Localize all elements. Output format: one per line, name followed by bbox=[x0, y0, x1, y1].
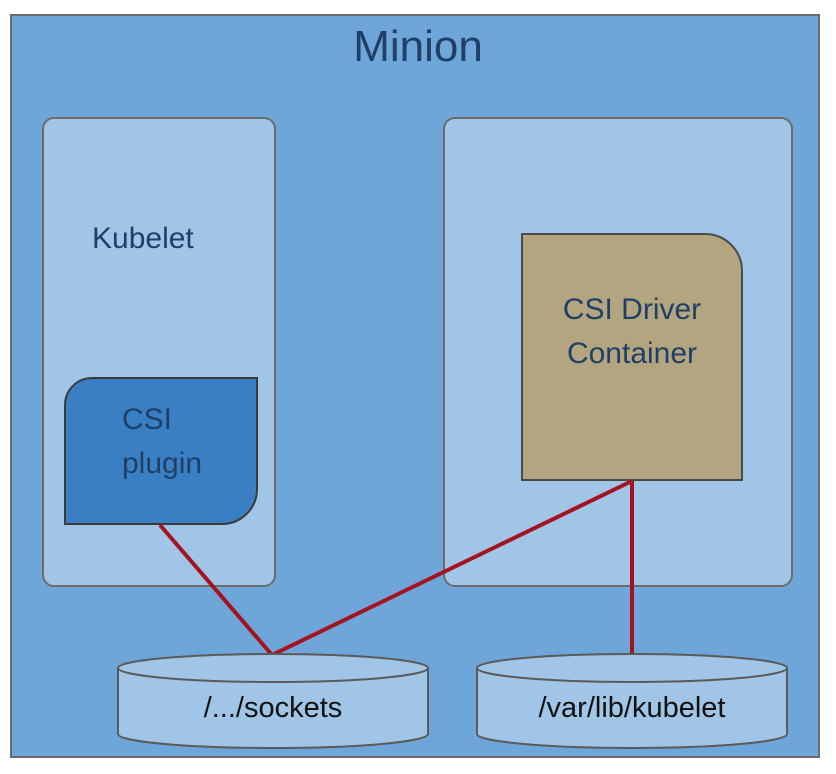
kubelet-dir-volume bbox=[476, 653, 788, 749]
plugin-to-sockets-line bbox=[158, 523, 274, 657]
csi-plugin-label-line1: CSI bbox=[122, 403, 173, 436]
kubelet-label: Kubelet bbox=[92, 222, 194, 255]
csi-plugin-label: CSI plugin bbox=[122, 398, 202, 486]
sockets-volume-label: /.../sockets bbox=[203, 692, 343, 724]
csi-plugin-box bbox=[64, 377, 258, 525]
csi-driver-label-line1: CSI Driver bbox=[562, 293, 702, 326]
connectors bbox=[158, 479, 634, 657]
sockets-volume bbox=[117, 653, 429, 749]
minion-title: Minion bbox=[353, 22, 483, 71]
csi-driver-label: CSI Driver Container bbox=[521, 288, 743, 376]
csi-driver-label-line2: Container bbox=[566, 337, 698, 370]
csi-driver-container-box bbox=[521, 233, 743, 481]
kubelet-dir-volume-label: /var/lib/kubelet bbox=[538, 692, 726, 724]
driver-to-sockets-line bbox=[271, 479, 633, 657]
csi-plugin-label-line2: plugin bbox=[122, 447, 203, 480]
